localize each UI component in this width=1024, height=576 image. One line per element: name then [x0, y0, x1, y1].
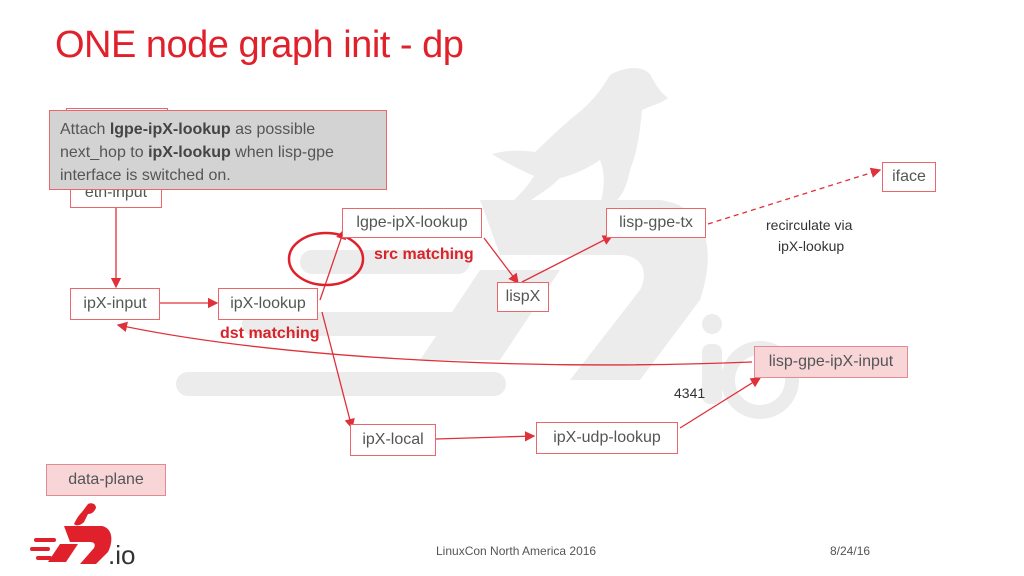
footer-date: 8/24/16 [830, 544, 871, 558]
node-lisp-gpe-ipx-input: lisp-gpe-ipX-input [754, 346, 908, 378]
port-label: 4341 [674, 385, 706, 401]
edge-lispx-to-tx [521, 235, 614, 283]
footer-conference: LinuxCon North America 2016 [436, 544, 597, 558]
fdio-logo-icon [30, 503, 112, 564]
callout-line-3: interface is switched on. [60, 167, 231, 184]
edge-local-to-udp [435, 431, 536, 442]
edge-tx-to-iface [707, 167, 882, 225]
node-ipx-udp-lookup: ipX-udp-lookup [536, 422, 678, 454]
src-matching-highlight [287, 231, 365, 287]
callout-line-2: next_hop to ipX-lookup when lisp-gpe [60, 144, 334, 161]
recirculate-label-line2: ipX-lookup [778, 238, 845, 254]
node-data-plane: data-plane [46, 464, 166, 496]
node-iface: iface [882, 162, 936, 192]
callout-line-1: Attach lgpe-ipX-lookup as possible [60, 121, 316, 138]
node-lisp-gpe-tx: lisp-gpe-tx [606, 208, 706, 238]
edge-gpe-input-to-ipx-input [116, 321, 753, 366]
page-title: ONE node graph init - dp [55, 24, 464, 66]
node-ipx-input: ipX-input [70, 288, 160, 320]
node-lispx: lispX [497, 282, 549, 312]
src-matching-label: src matching [374, 246, 474, 263]
node-ipx-lookup: ipX-lookup [218, 288, 318, 320]
node-lgpe-ipx-lookup: lgpe-ipX-lookup [342, 208, 482, 238]
logo-text: .io [108, 540, 136, 570]
edge-udp-to-gpe-input [679, 377, 762, 429]
recirculate-label-line1: recirculate via [766, 217, 853, 233]
edge-lookup-to-lgpe [319, 228, 346, 301]
edge-lgpe-to-lispx [483, 237, 519, 285]
node-ipx-local: ipX-local [350, 424, 436, 456]
edge-lookup-to-local [321, 311, 355, 430]
callout-note: Attach lgpe-ipX-lookup as possible next_… [49, 110, 387, 190]
dst-matching-label: dst matching [220, 325, 320, 342]
